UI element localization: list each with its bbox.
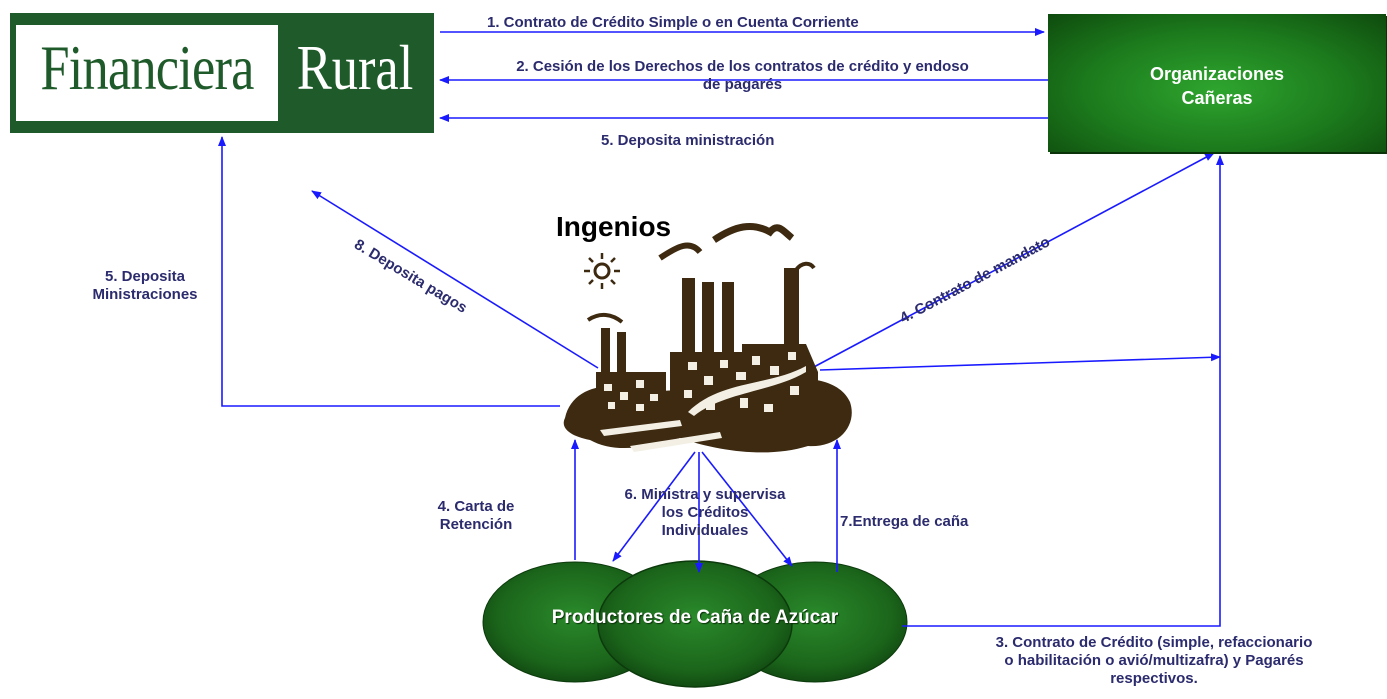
productores-label: Productores de Caña de Azúcar bbox=[551, 607, 839, 628]
chimney-2 bbox=[702, 282, 714, 370]
label-2: 2. Cesión de los Derechos de los contrat… bbox=[440, 58, 1045, 94]
rural-word: Rural bbox=[296, 32, 414, 103]
label-6-line3: Individuales bbox=[661, 522, 749, 539]
ground-stripe-1 bbox=[600, 420, 682, 436]
organizaciones-label: Organizaciones Cañeras bbox=[1048, 62, 1386, 110]
label-2-line2: de pagarés bbox=[702, 76, 783, 93]
label-4-carta-line1: 4. Carta de bbox=[437, 498, 515, 515]
organizaciones-line1: Organizaciones bbox=[1149, 64, 1285, 84]
smoke-1 bbox=[712, 222, 795, 243]
productores-ellipse-center bbox=[597, 560, 793, 688]
label-5-top: 5. Deposita ministración bbox=[601, 132, 775, 149]
label-3-line1: 3. Contrato de Crédito (simple, refaccio… bbox=[995, 634, 1313, 651]
chimney-small-1 bbox=[601, 328, 610, 376]
chimney-3 bbox=[722, 282, 734, 370]
sun-rays bbox=[584, 253, 620, 289]
label-4-carta: 4. Carta de Retención bbox=[414, 498, 538, 534]
label-5-left-line2: Ministraciones bbox=[92, 286, 198, 303]
label-6: 6. Ministra y supervisa los Créditos Ind… bbox=[590, 486, 820, 540]
label-7: 7.Entrega de caña bbox=[840, 513, 969, 530]
label-3-line3: respectivos. bbox=[1110, 670, 1198, 687]
productores-ellipses bbox=[482, 560, 908, 688]
chimney-1 bbox=[682, 278, 695, 370]
organizaciones-line2: Cañeras bbox=[1181, 88, 1253, 108]
label-6-line2: los Créditos bbox=[661, 504, 749, 521]
ground-stripe-2 bbox=[630, 432, 722, 452]
smoke-2 bbox=[658, 242, 703, 261]
label-6-line1: 6. Ministra y supervisa bbox=[624, 486, 786, 503]
building-swoop bbox=[688, 366, 806, 416]
label-1: 1. Contrato de Crédito Simple o en Cuent… bbox=[487, 14, 859, 31]
arrow-6-right bbox=[701, 451, 793, 567]
arrow-mid-right bbox=[819, 353, 1221, 371]
ingenios-title: Ingenios bbox=[556, 211, 672, 242]
financiera-inner-panel: Financiera bbox=[16, 25, 278, 121]
financiera-rural-box: Financiera Rural bbox=[10, 13, 434, 133]
arrow-6-left bbox=[612, 451, 696, 562]
chimney-small-2 bbox=[617, 332, 626, 376]
arrow-8 bbox=[311, 190, 599, 369]
sun-icon bbox=[593, 262, 611, 280]
arrow-3 bbox=[902, 155, 1224, 627]
factory-icon bbox=[563, 222, 852, 453]
arrows bbox=[218, 28, 1224, 627]
label-3: 3. Contrato de Crédito (simple, refaccio… bbox=[930, 634, 1378, 688]
financiera-word: Financiera bbox=[40, 32, 254, 103]
label-5-left: 5. Deposita Ministraciones bbox=[70, 268, 220, 304]
arrow-5-left bbox=[218, 136, 560, 407]
label-2-line1: 2. Cesión de los Derechos de los contrat… bbox=[516, 58, 969, 75]
label-4-carta-line2: Retención bbox=[439, 516, 513, 533]
smoke-3 bbox=[586, 313, 624, 324]
label-3-line2: o habilitación o avió/multizafra) y Paga… bbox=[1004, 652, 1304, 669]
factory-windows bbox=[604, 352, 799, 412]
label-5-left-line1: 5. Deposita bbox=[104, 268, 186, 285]
organizaciones-caneras-box: Organizaciones Cañeras bbox=[1048, 14, 1386, 152]
arrow-4-mandato bbox=[811, 152, 1215, 369]
